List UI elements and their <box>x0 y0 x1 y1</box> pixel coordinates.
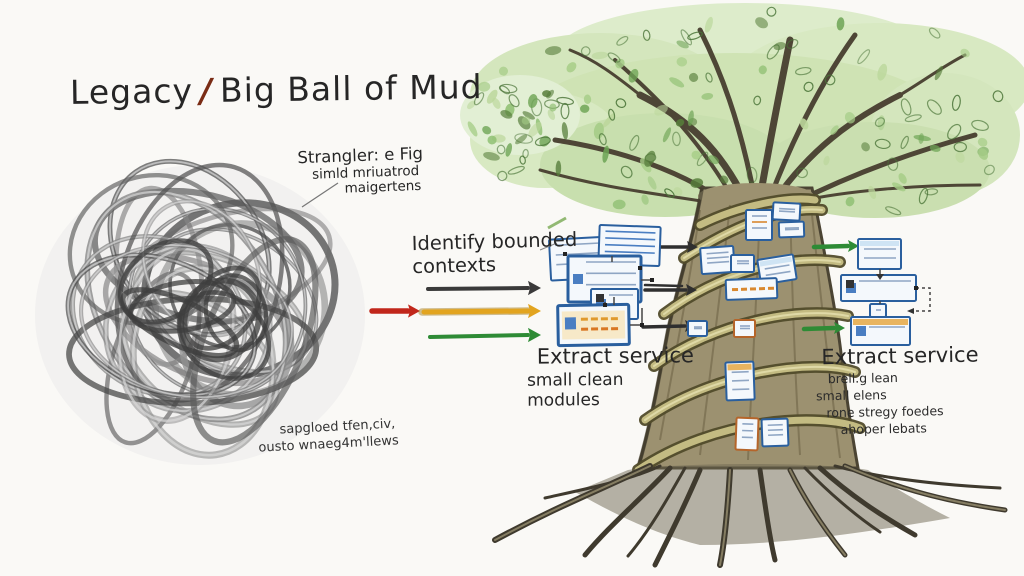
service-boxes <box>548 201 917 452</box>
tree-roots <box>492 463 1008 568</box>
service-box <box>745 209 773 241</box>
service-box <box>724 360 756 402</box>
identify-bounded-contexts-label: Identify bounded contexts <box>411 227 578 279</box>
extract-service-label-middle: Extract service small clean modules <box>526 343 695 412</box>
identify-leader-line <box>539 242 558 251</box>
connector-lines <box>301 182 931 327</box>
service-box <box>857 238 902 270</box>
service-box <box>699 244 736 276</box>
title-big-ball-of-mud: Big Ball of Mud <box>219 67 483 110</box>
strangler-fig-annotation: Strangler: e Fig simld mriuatrod maigert… <box>297 143 424 198</box>
strangler-leader-line <box>301 182 339 208</box>
big-ball-of-mud-illustration <box>35 158 365 465</box>
leaf-sprig <box>547 216 567 230</box>
title-slash: / <box>199 70 214 111</box>
service-box <box>733 319 756 338</box>
black-arrow-icon <box>426 280 541 296</box>
service-box <box>756 253 798 286</box>
flow-arrows <box>369 239 859 343</box>
service-box <box>730 254 755 273</box>
extract-service-label-right: Extract service brell.g lean small elens… <box>815 342 979 437</box>
black-arrow-icon <box>643 283 697 297</box>
service-box <box>850 316 911 346</box>
service-box <box>869 303 887 318</box>
green-arrow-icon <box>428 327 541 343</box>
service-box <box>734 416 760 452</box>
leaf-texture <box>467 6 1004 216</box>
red-arrow-icon <box>369 304 420 318</box>
green-arrow-icon <box>801 321 845 335</box>
service-box <box>687 320 708 337</box>
green-arrow-icon <box>811 239 859 253</box>
yellow-arrow-icon <box>418 303 541 319</box>
service-box <box>556 302 631 348</box>
service-box <box>724 277 779 301</box>
service-box <box>771 201 802 222</box>
service-box <box>760 417 790 448</box>
page-title: Legacy/Big Ball of Mud <box>70 67 483 112</box>
service-box <box>777 220 806 239</box>
service-box <box>840 274 917 302</box>
title-legacy: Legacy <box>69 71 194 112</box>
